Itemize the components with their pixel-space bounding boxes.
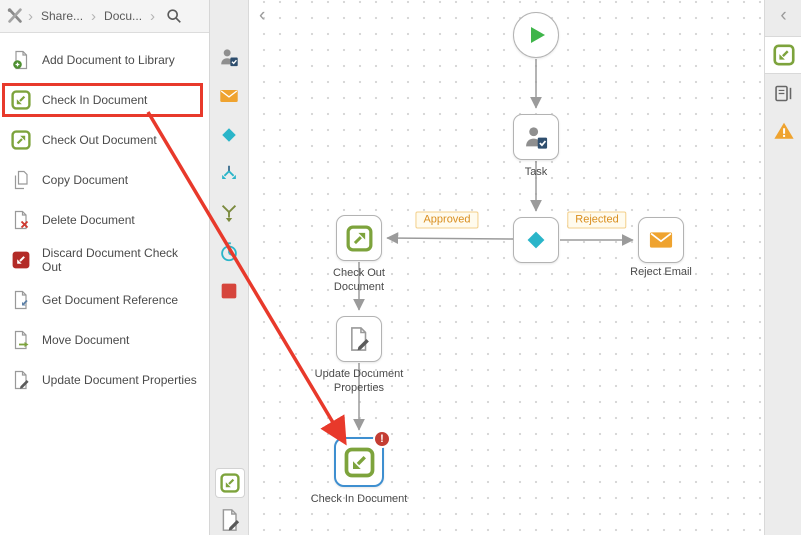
toolbox-item-label: Delete Document	[42, 213, 135, 227]
check-out-document-icon	[346, 225, 372, 251]
copy-document-icon	[14, 170, 28, 190]
toolbox-item-label: Add Document to Library	[42, 53, 175, 67]
user-task-icon	[526, 127, 548, 149]
update-document-properties-icon	[14, 370, 29, 390]
toolbox-item-add-document-to-library[interactable]: Add Document to Library	[0, 40, 209, 80]
tools-icon[interactable]	[6, 7, 24, 25]
check-in-document-icon	[219, 473, 240, 493]
merge-icon[interactable]	[218, 202, 240, 224]
toolbox-item-discard-document-check-out[interactable]: Discard Document Check Out	[0, 240, 209, 280]
check-in-document-icon	[344, 447, 374, 477]
toolbox-item-label: Update Document Properties	[42, 373, 197, 387]
check-in-document-icon	[772, 44, 795, 66]
node-task[interactable]	[513, 114, 559, 160]
get-document-reference-icon	[14, 290, 28, 310]
stop-icon[interactable]	[218, 280, 240, 302]
strip-check-in-document-button[interactable]	[214, 468, 245, 498]
breadcrumb: › Share... › Docu... ›	[0, 0, 209, 33]
node-decision[interactable]	[513, 217, 559, 263]
toolbox-item-update-document-properties[interactable]: Update Document Properties	[0, 360, 209, 400]
decision-icon[interactable]	[218, 124, 240, 146]
toolbox-item-move-document[interactable]: Move Document	[0, 320, 209, 360]
email-icon[interactable]	[218, 85, 240, 107]
toolbox-item-label: Copy Document	[42, 173, 129, 187]
breadcrumb-item-docu[interactable]: Docu...	[104, 9, 143, 23]
node-label-update-document-properties: Update Document Properties	[314, 368, 404, 395]
error-badge: !	[373, 430, 391, 448]
toolbox-panel: › Share... › Docu... › Add Document to L…	[0, 0, 210, 535]
node-check-in-document[interactable]: !	[334, 430, 391, 487]
start-icon	[531, 27, 545, 43]
move-document-icon	[14, 330, 29, 350]
right-tab-properties[interactable]	[765, 74, 801, 112]
add-document-icon	[13, 50, 28, 70]
toolbox-item-label: Discard Document Check Out	[42, 246, 179, 274]
email-icon	[649, 232, 673, 248]
node-label-task: Task	[524, 166, 548, 178]
node-label-check-out-document: Check Out Document	[333, 267, 385, 294]
edge-label-rejected: Rejected	[567, 211, 627, 229]
discard-check-out-icon	[12, 251, 30, 269]
properties-panel-icon	[775, 85, 792, 101]
favorites-strip	[210, 0, 249, 535]
chevron-right-icon: ›	[28, 7, 33, 25]
right-tab-warnings[interactable]	[765, 112, 801, 150]
decision-icon	[527, 231, 545, 249]
collapse-left-panel-button[interactable]: ‹	[259, 5, 266, 26]
toolbox-item-get-document-reference[interactable]: Get Document Reference	[0, 280, 209, 320]
update-document-properties-icon	[351, 327, 369, 351]
node-label-check-in-document: Check In Document	[310, 493, 408, 505]
user-task-icon[interactable]	[218, 46, 240, 68]
toolbox-list: Add Document to Library Check In Documen…	[0, 33, 209, 400]
toolbox-item-copy-document[interactable]: Copy Document	[0, 160, 209, 200]
chevron-right-icon: ›	[91, 7, 97, 25]
right-panel: ‹	[764, 0, 801, 535]
chevron-right-icon: ›	[150, 7, 156, 25]
toolbox-item-check-out-document[interactable]: Check Out Document	[0, 120, 209, 160]
node-reject-email[interactable]	[638, 217, 684, 263]
toolbox-item-label: Move Document	[42, 333, 130, 347]
edge-label-approved: Approved	[415, 211, 479, 229]
toolbox-item-label: Check Out Document	[42, 133, 157, 147]
right-tab-check-in-document[interactable]	[765, 36, 801, 74]
timer-icon[interactable]	[218, 241, 240, 263]
toolbox-item-label: Check In Document	[42, 93, 148, 107]
node-start[interactable]	[513, 12, 559, 58]
split-icon[interactable]	[218, 163, 240, 185]
workflow-edges	[353, 59, 634, 431]
node-check-out-document[interactable]	[336, 215, 382, 261]
toolbox-item-delete-document[interactable]: Delete Document	[0, 200, 209, 240]
delete-document-icon	[14, 210, 29, 230]
node-label-reject-email: Reject Email	[630, 266, 692, 278]
collapse-right-panel-button[interactable]: ‹	[780, 5, 787, 26]
warning-icon	[773, 122, 794, 139]
check-in-document-icon	[11, 90, 31, 110]
toolbox-item-label: Get Document Reference	[42, 293, 179, 307]
breadcrumb-item-share[interactable]: Share...	[41, 9, 84, 23]
search-icon[interactable]	[165, 7, 183, 25]
update-document-icon[interactable]	[218, 507, 242, 533]
workflow-canvas[interactable]: ‹ Task	[250, 0, 764, 535]
toolbox-item-check-in-document[interactable]: Check In Document	[0, 80, 209, 120]
node-update-document-properties[interactable]	[336, 316, 382, 362]
check-out-document-icon	[11, 130, 31, 150]
